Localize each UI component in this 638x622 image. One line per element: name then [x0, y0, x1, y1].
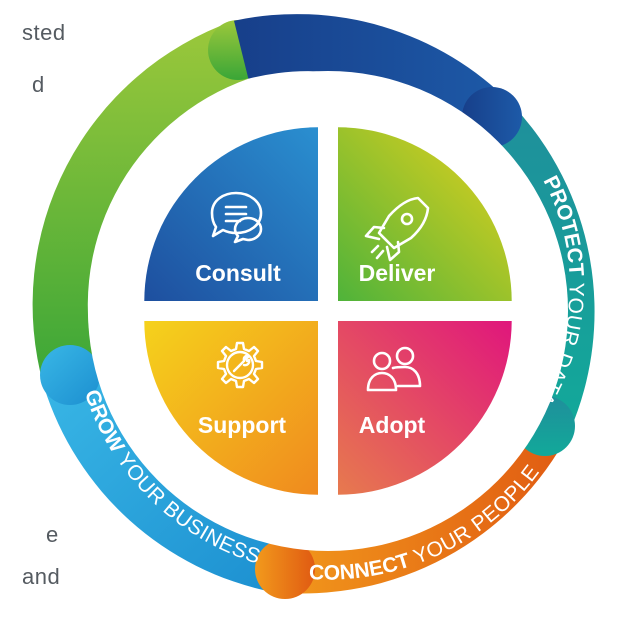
quadrant-label-support: Support	[198, 412, 286, 438]
background-text-fragment: sted	[22, 20, 66, 45]
quadrant-deliver[interactable]	[338, 127, 512, 301]
gear-wrench-icon	[216, 341, 264, 389]
ring-segment-grow-your-business	[40, 345, 287, 592]
background-text-fragment: e	[46, 522, 59, 547]
chat-bubbles-icon	[210, 191, 263, 244]
quadrant-label-consult: Consult	[195, 260, 281, 286]
background-text-fragment: d	[32, 72, 45, 97]
quadrant-support[interactable]	[144, 321, 318, 495]
quadrant-label-deliver: Deliver	[359, 260, 436, 286]
quadrant-adopt[interactable]	[338, 321, 512, 495]
people-icon	[366, 346, 422, 392]
rocket-icon	[364, 196, 430, 262]
quadrant-label-adopt: Adopt	[359, 412, 426, 438]
background-text-fragment: and	[22, 564, 61, 589]
